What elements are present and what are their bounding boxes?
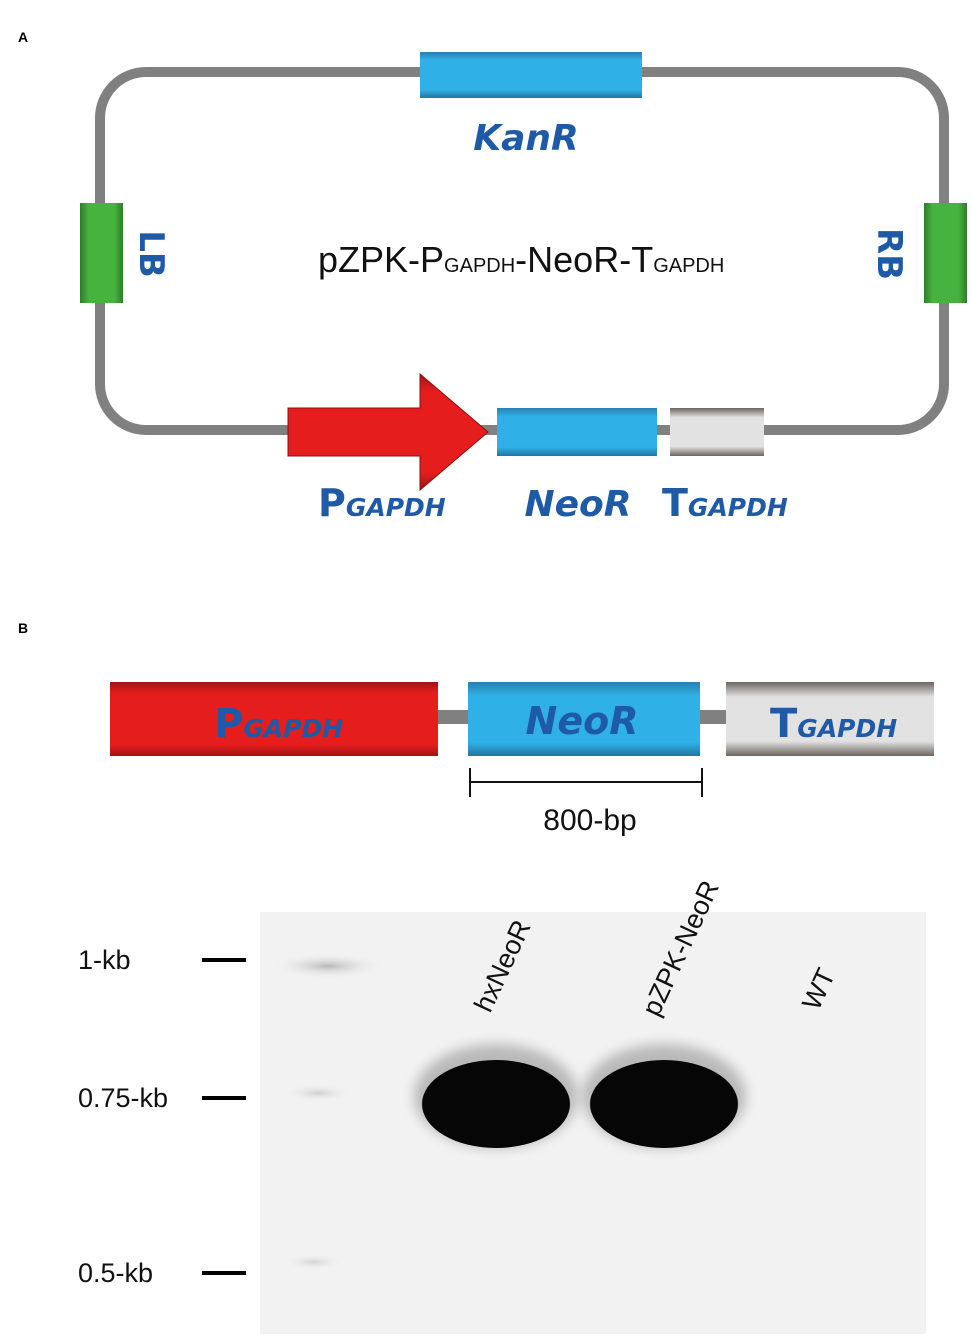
terminator-label-a: TGAPDH bbox=[662, 481, 788, 525]
panel-b-letter: B bbox=[18, 620, 28, 636]
band-hxneor bbox=[422, 1060, 570, 1148]
promoter-label-b: PGAPDH bbox=[214, 701, 343, 747]
marker-label-1kb: 1-kb bbox=[78, 945, 131, 975]
terminator-label-b: TGAPDH bbox=[770, 701, 897, 747]
size-label: 800-bp bbox=[543, 804, 636, 837]
size-bracket bbox=[469, 768, 703, 797]
kanr-box bbox=[420, 52, 642, 98]
band-pzpkneor bbox=[590, 1060, 738, 1148]
terminator-box-b bbox=[726, 682, 934, 756]
rb-box bbox=[924, 203, 967, 303]
lb-label: LB bbox=[131, 230, 171, 278]
neor-label-a: NeoR bbox=[525, 484, 632, 525]
ladder-band-1kb bbox=[270, 953, 386, 979]
lb-box bbox=[80, 203, 123, 303]
neor-box bbox=[497, 408, 657, 456]
marker-label-075kb: 0.75-kb bbox=[78, 1083, 168, 1113]
neor-label-b: NeoR bbox=[526, 699, 639, 743]
marker-label-05kb: 0.5-kb bbox=[78, 1258, 153, 1288]
plasmid-name: pZPK-PGAPDH-NeoR-TGAPDH bbox=[318, 239, 724, 280]
gel-image bbox=[260, 912, 926, 1334]
promoter-arrow bbox=[287, 372, 489, 492]
ladder-band-075kb bbox=[282, 1084, 354, 1102]
rb-label: RB bbox=[869, 228, 909, 280]
panel-a-letter: A bbox=[18, 29, 28, 45]
ladder-band-05kb bbox=[284, 1254, 344, 1270]
promoter-box-b bbox=[110, 682, 438, 756]
neor-box-b bbox=[468, 682, 700, 756]
terminator-box bbox=[670, 408, 764, 456]
kanr-label: KanR bbox=[473, 118, 579, 159]
promoter-label-a: PGAPDH bbox=[318, 481, 446, 525]
